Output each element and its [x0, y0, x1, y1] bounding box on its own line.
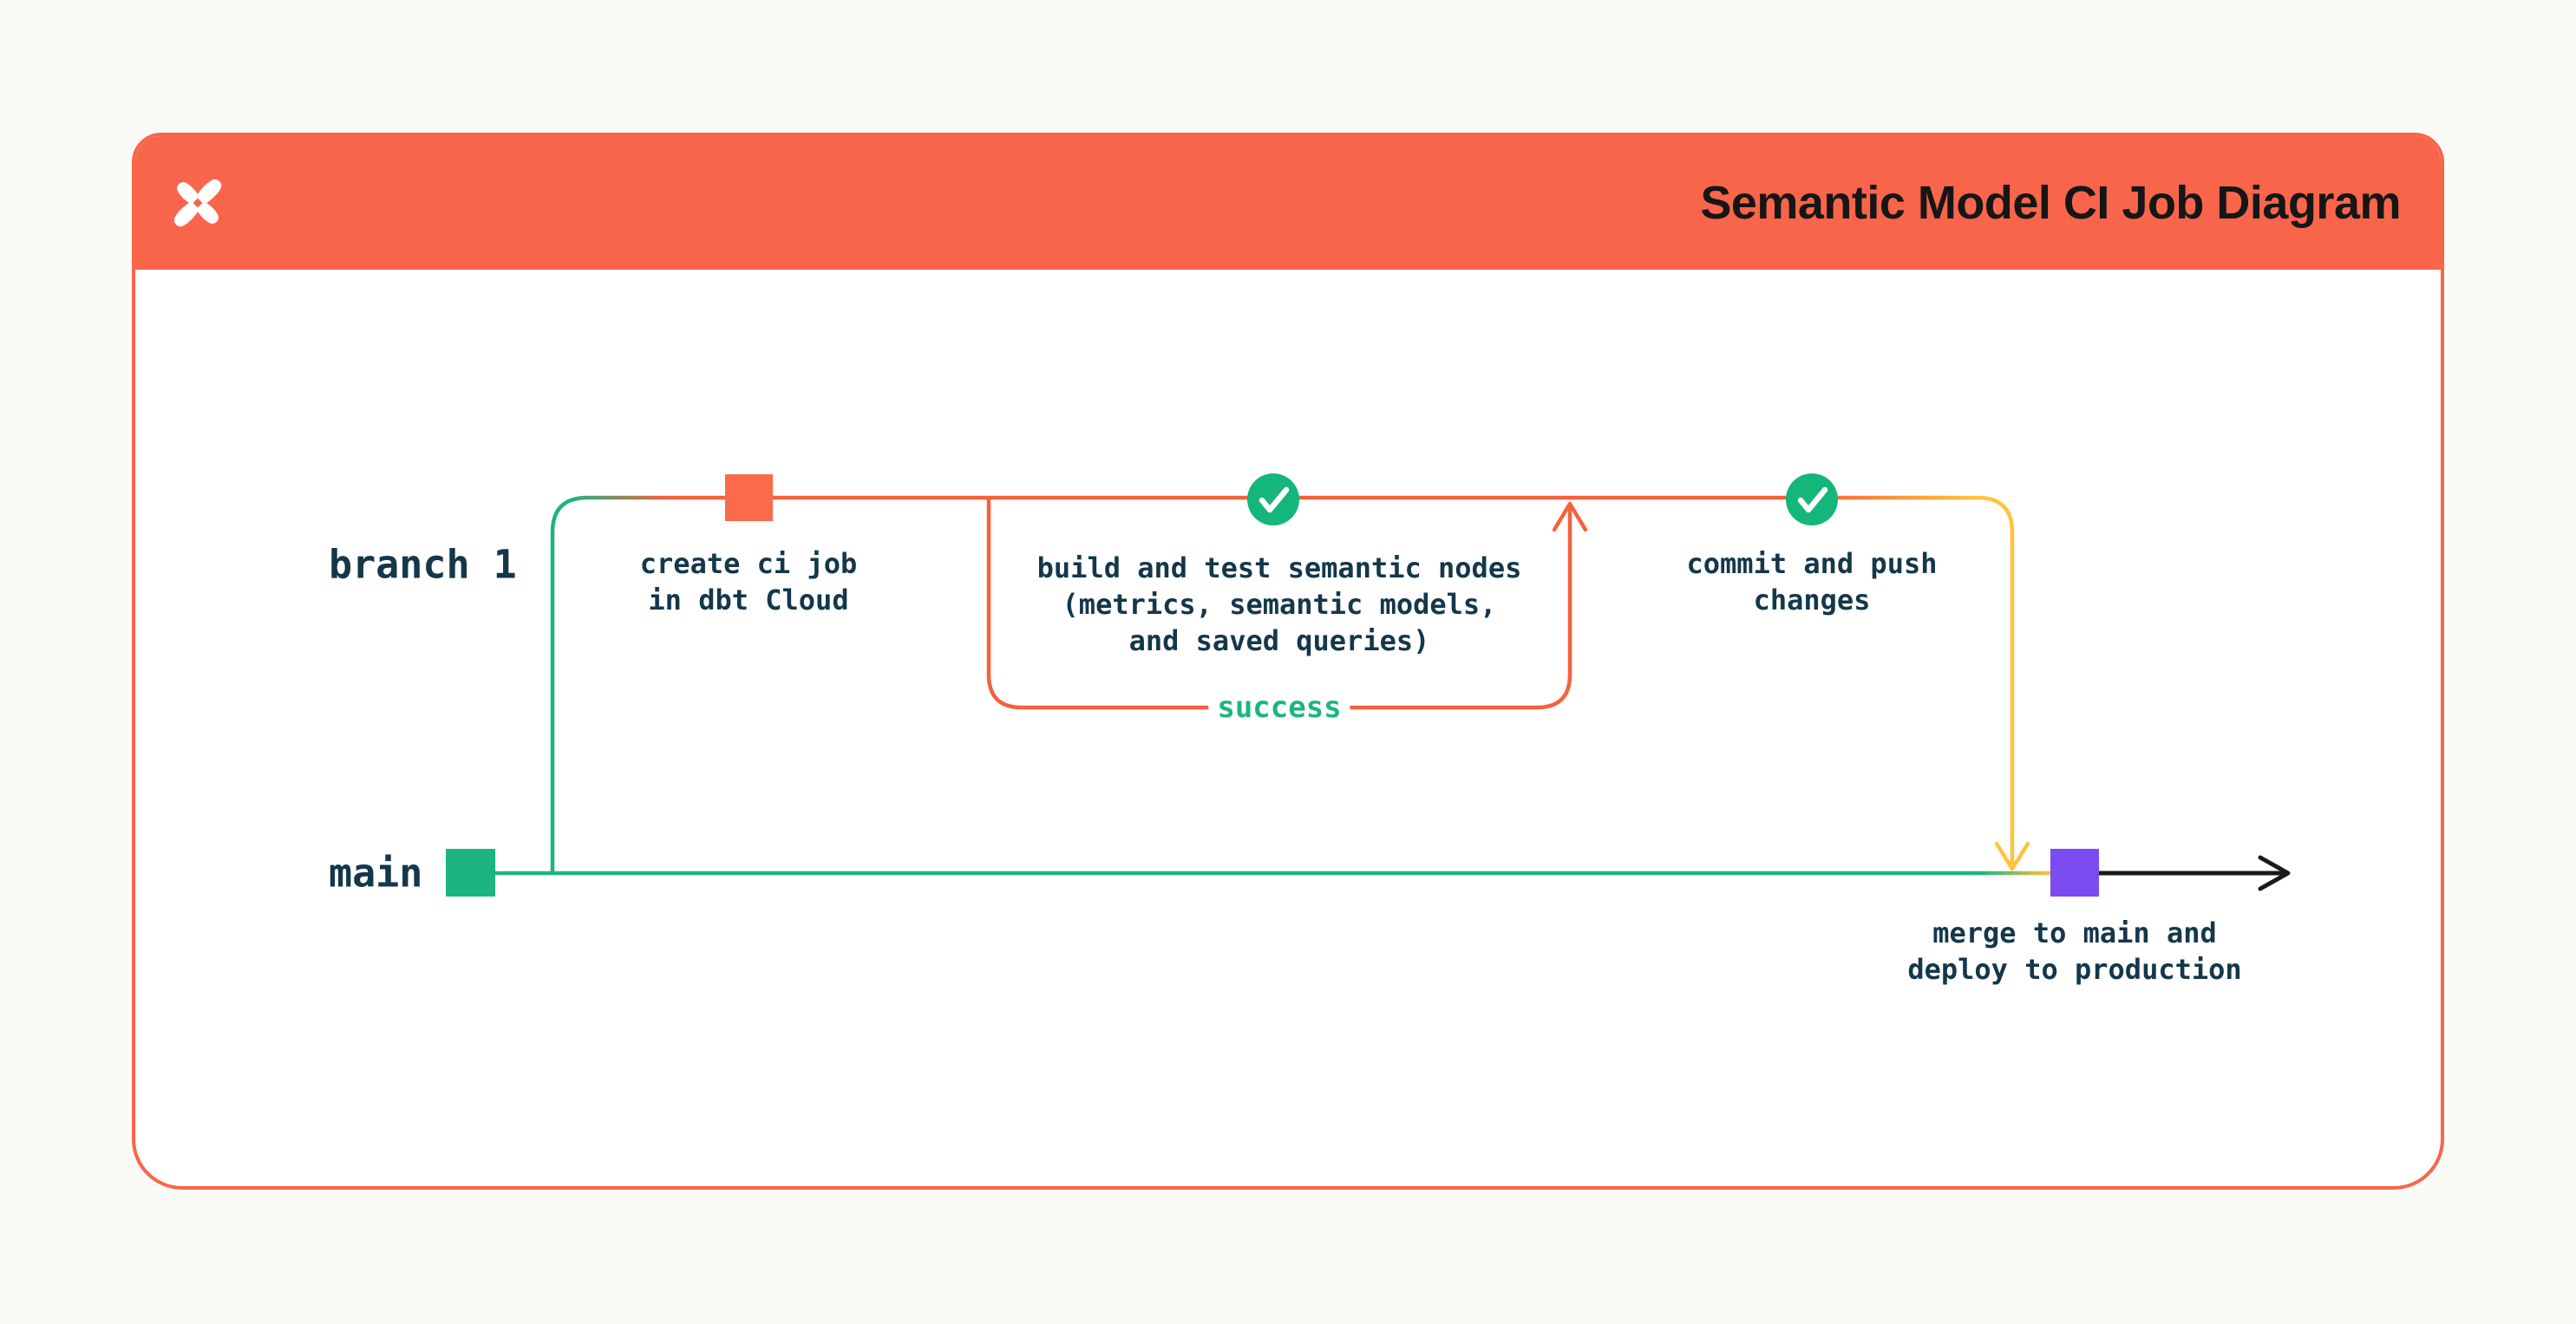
main-label: main: [329, 850, 423, 897]
card-header: Semantic Model CI Job Diagram: [135, 136, 2441, 270]
production-arrowhead: [2258, 855, 2291, 891]
create-ci-job-caption: create ci job in dbt Cloud: [639, 547, 858, 616]
page-title: Semantic Model CI Job Diagram: [1700, 177, 2401, 229]
dbt-logo-icon: [173, 179, 222, 227]
success-loop-wire-left: [986, 498, 1211, 710]
merge-deploy-caption: merge to main and deploy to production: [1907, 916, 2242, 986]
success-up-arrowhead: [1552, 501, 1588, 532]
merge-down-arrowhead: [1994, 841, 2030, 871]
main-commit-square: [446, 849, 495, 897]
success-label: success: [1208, 690, 1350, 725]
git-flow-diagram: [446, 473, 2291, 897]
branch1-label: branch 1: [329, 541, 517, 588]
diagram-card: Semantic Model CI Job Diagram: [132, 133, 2444, 1190]
merge-commit-square: [2050, 849, 2099, 897]
build-test-caption: build and test semantic nodes (metrics, …: [1036, 551, 1522, 657]
create-ci-commit-square: [725, 474, 773, 521]
build-test-check-circle-icon: [1247, 473, 1299, 525]
commit-push-caption: commit and push changes: [1686, 547, 1938, 616]
success-loop-wire-right: [1349, 507, 1572, 710]
commit-push-check-circle-icon: [1786, 473, 1838, 525]
